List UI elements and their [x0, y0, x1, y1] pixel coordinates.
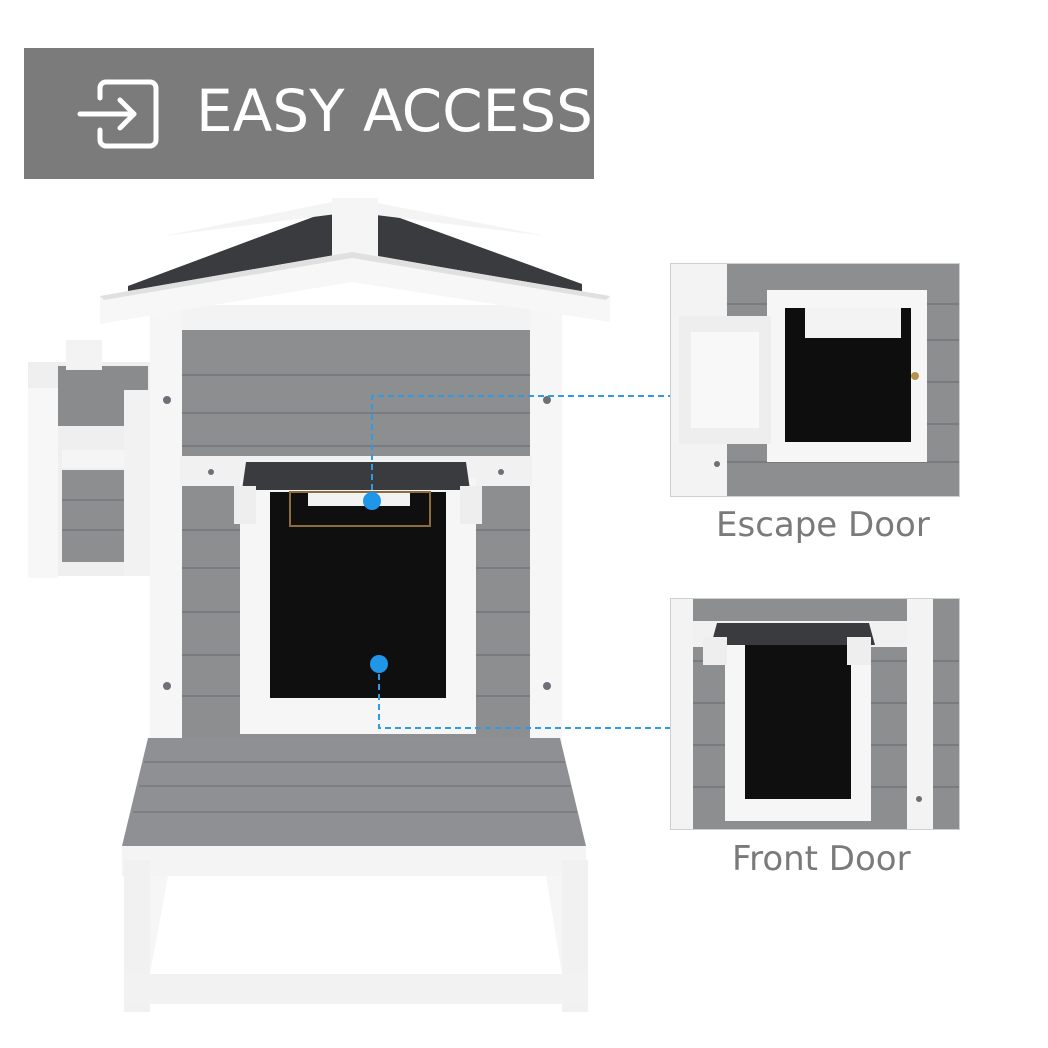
- porch-platform: [122, 738, 588, 1012]
- escape-door-photo: [671, 264, 959, 496]
- front-door-marker: [370, 655, 388, 673]
- front-door-inset: [670, 598, 960, 830]
- roof: [100, 198, 610, 324]
- side-box: [28, 340, 152, 578]
- front-door-caption: Front Door: [732, 839, 911, 879]
- banner-title: EASY ACCESS: [196, 77, 593, 145]
- callout-leaders: [371, 395, 670, 729]
- escape-door-marker: [363, 492, 381, 510]
- banner: EASY ACCESS: [24, 48, 594, 179]
- front-door: [234, 462, 482, 734]
- sign-in-icon: [77, 79, 159, 149]
- escape-door-caption: Escape Door: [716, 505, 930, 545]
- escape-door-inset: [670, 263, 960, 497]
- front-door-photo: [671, 599, 959, 829]
